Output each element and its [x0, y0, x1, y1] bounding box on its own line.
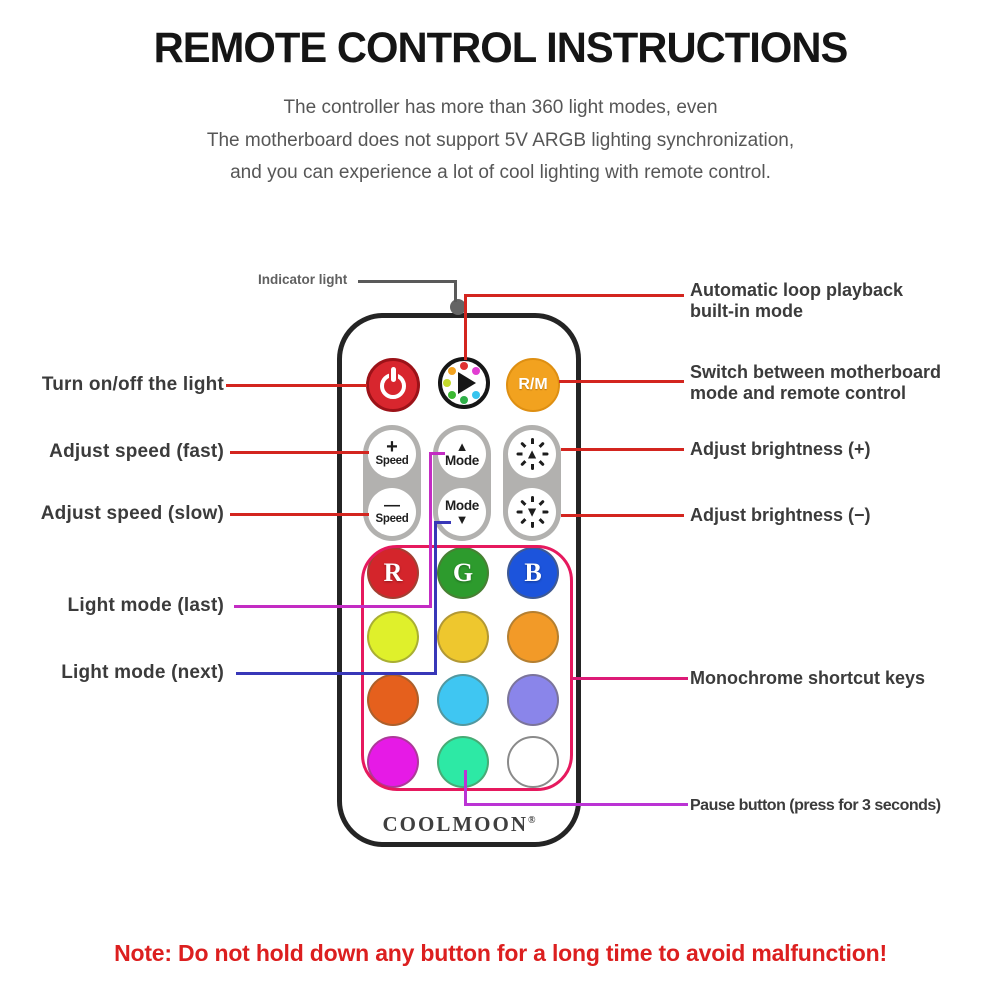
subtitle: The controller has more than 360 light m… — [0, 92, 1001, 190]
speed-minus-button[interactable]: — Speed — [368, 488, 416, 536]
registered-mark: ® — [528, 815, 536, 826]
brightness-up-button[interactable]: ▲ — [508, 430, 556, 478]
callout-line-mode-next — [236, 672, 436, 675]
play-dot-left — [443, 379, 451, 387]
up-arrow-icon: ▲ — [455, 439, 469, 454]
callout-line-mode-last-riser — [429, 452, 432, 608]
callout-line-play-riser — [464, 294, 467, 360]
callout-line-brightness-down — [561, 514, 684, 517]
mode-up-button[interactable]: ▲ Mode — [438, 430, 486, 478]
play-dot-upper-right — [472, 367, 480, 375]
speed-minus-label: Speed — [375, 513, 409, 525]
subtitle-line-2: The motherboard does not support 5V ARGB… — [206, 129, 795, 151]
minus-icon: — — [384, 497, 400, 514]
play-dot-bottom — [460, 396, 468, 404]
callout-line-play — [464, 294, 684, 297]
label-light-mode-next: Light mode (next) — [61, 662, 224, 683]
play-icon — [458, 372, 476, 394]
callout-line-brightness-up — [561, 448, 684, 451]
mode-down-label: Mode — [444, 498, 480, 513]
label-switch-mode: Switch between motherboard mode and remo… — [690, 362, 942, 403]
label-light-mode-last: Light mode (last) — [67, 595, 224, 616]
callout-line-rm — [559, 380, 684, 383]
indicator-light-led — [450, 299, 466, 315]
rm-switch-button[interactable]: R/M — [506, 358, 560, 412]
callout-line-indicator — [358, 280, 457, 283]
brightness-down-button[interactable]: ▼ — [508, 488, 556, 536]
label-brightness-down: Adjust brightness (−) — [690, 505, 871, 525]
label-brightness-up: Adjust brightness (+) — [690, 439, 871, 459]
play-dot-lower-right — [472, 391, 480, 399]
mode-down-button[interactable]: Mode ▼ — [438, 488, 486, 536]
speed-plus-label: Speed — [375, 455, 409, 467]
brand-logo: COOLMOON® — [382, 812, 536, 836]
label-monochrome: Monochrome shortcut keys — [690, 668, 926, 688]
key-cyan[interactable] — [437, 674, 489, 726]
down-arrow-icon: ▼ — [455, 512, 469, 527]
page-title: REMOTE CONTROL INSTRUCTIONS — [153, 24, 849, 72]
callout-line-speed-fast — [230, 451, 369, 454]
label-speed-fast: Adjust speed (fast) — [49, 441, 224, 462]
brightness-pill: ▲ ▼ — [503, 425, 561, 541]
key-yellow[interactable] — [367, 611, 419, 663]
brightness-down-icon: ▼ — [516, 496, 548, 528]
indicator-light-label: Indicator light — [258, 272, 348, 287]
speed-plus-button[interactable]: + Speed — [368, 430, 416, 478]
brightness-up-icon: ▲ — [516, 438, 548, 470]
warning-note: Note: Do not hold down any button for a … — [114, 940, 887, 966]
play-dot-upper-left — [448, 367, 456, 375]
callout-line-monochrome — [572, 677, 688, 680]
power-button[interactable] — [366, 358, 420, 412]
key-periwinkle[interactable] — [507, 674, 559, 726]
key-gold[interactable] — [437, 611, 489, 663]
key-green[interactable]: G — [437, 547, 489, 599]
label-turn-onoff: Turn on/off the light — [41, 374, 224, 395]
key-orange-red[interactable] — [367, 674, 419, 726]
key-teal-pause[interactable] — [437, 736, 489, 788]
callout-line-mode-last — [234, 605, 430, 608]
mode-up-label: Mode — [444, 453, 480, 468]
label-speed-slow: Adjust speed (slow) — [40, 503, 224, 524]
callout-line-mode-last-stub — [429, 452, 445, 455]
callout-line-mode-next-riser — [434, 521, 437, 675]
subtitle-line-3: and you can experience a lot of cool lig… — [230, 162, 771, 183]
label-auto-loop: Automatic loop playback built-in mode — [690, 280, 904, 321]
callout-line-speed-slow — [230, 513, 369, 516]
label-pause: Pause button (press for 3 seconds) — [690, 797, 941, 814]
play-dot-lower-left — [448, 391, 456, 399]
play-dot-top — [460, 362, 468, 370]
subtitle-line-1: The controller has more than 360 light m… — [283, 97, 718, 118]
speed-pill: + Speed — Speed — [363, 425, 421, 541]
callout-line-pause-riser — [464, 770, 467, 806]
callout-line-indicator-drop — [454, 280, 457, 302]
callout-line-pause — [464, 803, 688, 806]
key-orange[interactable] — [507, 611, 559, 663]
callout-line-mode-next-stub — [434, 521, 451, 524]
callout-line-power — [226, 384, 367, 387]
auto-loop-play-button[interactable] — [438, 357, 490, 409]
plus-icon: + — [386, 436, 398, 458]
monochrome-keys-outline — [361, 545, 573, 791]
